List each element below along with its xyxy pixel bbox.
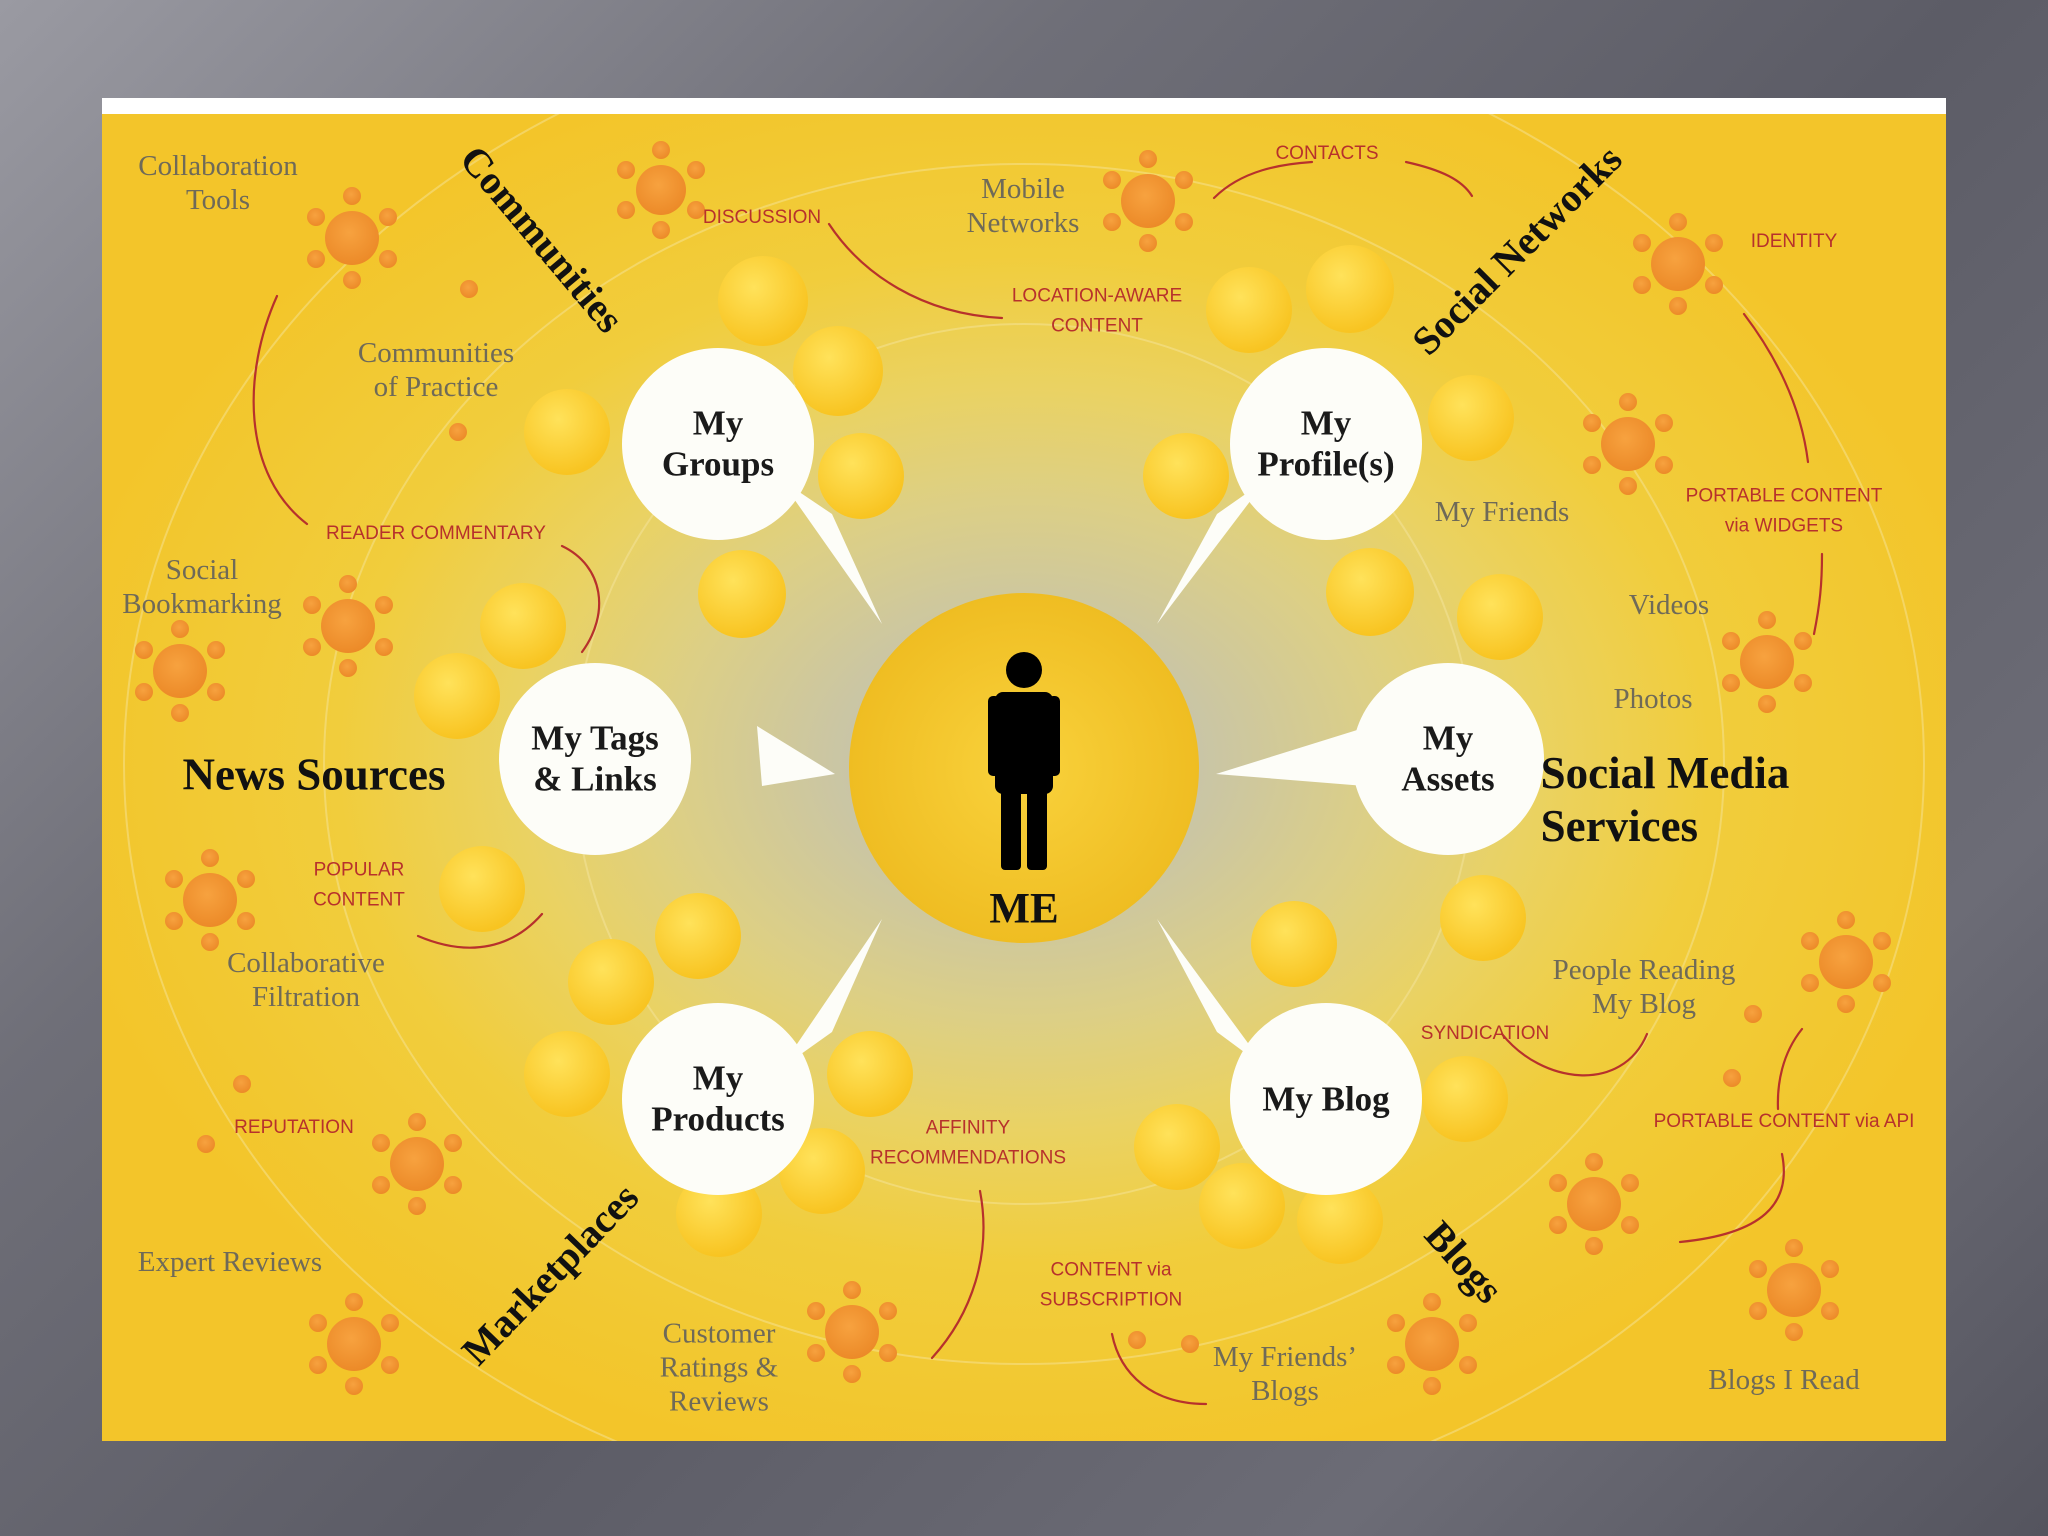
category-news-sources: News Sources xyxy=(183,748,446,801)
label-social-bookmarking: Social Bookmarking xyxy=(122,553,282,621)
label-collaboration-tools: Collaboration Tools xyxy=(138,149,297,217)
label-collaborative-filtration: Collaborative Filtration xyxy=(227,946,385,1014)
label-communities-of-practice: Communities of Practice xyxy=(358,336,514,404)
label-my-friends-blogs: My Friends’ Blogs xyxy=(1213,1340,1357,1408)
connector-affinity-recommendations: AFFINITY RECOMMENDATIONS xyxy=(870,1114,1066,1175)
connector-reader-commentary: READER COMMENTARY xyxy=(326,519,546,549)
label-videos: Videos xyxy=(1629,588,1709,622)
connector-portable-content-api: PORTABLE CONTENT via API xyxy=(1654,1107,1915,1137)
label-expert-reviews: Expert Reviews xyxy=(138,1245,322,1279)
connector-syndication: SYNDICATION xyxy=(1421,1019,1549,1049)
connector-discussion: DISCUSSION xyxy=(703,203,821,233)
label-customer-ratings-reviews: Customer Ratings & Reviews xyxy=(660,1317,778,1420)
connector-popular-content: POPULAR CONTENT xyxy=(313,856,405,917)
label-photos: Photos xyxy=(1614,682,1693,716)
hub-my-assets: My Assets xyxy=(1401,718,1494,801)
hub-my-groups: My Groups xyxy=(662,403,774,486)
hub-my-tags-links: My Tags & Links xyxy=(531,718,658,801)
connector-content-via-subscription: CONTENT via SUBSCRIPTION xyxy=(1040,1256,1183,1317)
connector-contacts: CONTACTS xyxy=(1275,139,1378,169)
connector-location-aware-content: LOCATION-AWARE CONTENT xyxy=(1012,282,1182,343)
hub-my-blog: My Blog xyxy=(1262,1078,1389,1119)
label-people-reading-my-blog: People Reading My Blog xyxy=(1553,953,1736,1021)
center-label: ME xyxy=(989,885,1058,936)
label-my-friends: My Friends xyxy=(1435,495,1570,529)
connector-portable-content-widgets: PORTABLE CONTENT via WIDGETS xyxy=(1686,482,1883,543)
diagram-panel: ME My Groups My Profile(s) My Tags & Lin… xyxy=(102,114,1946,1441)
hub-my-profiles: My Profile(s) xyxy=(1257,403,1394,486)
hub-my-products: My Products xyxy=(651,1058,785,1141)
category-social-media-services: Social Media Services xyxy=(1541,747,1790,853)
connector-identity: IDENTITY xyxy=(1751,227,1838,257)
label-blogs-i-read: Blogs I Read xyxy=(1708,1363,1859,1397)
label-mobile-networks: Mobile Networks xyxy=(967,172,1080,240)
connector-reputation: REPUTATION xyxy=(234,1113,354,1143)
